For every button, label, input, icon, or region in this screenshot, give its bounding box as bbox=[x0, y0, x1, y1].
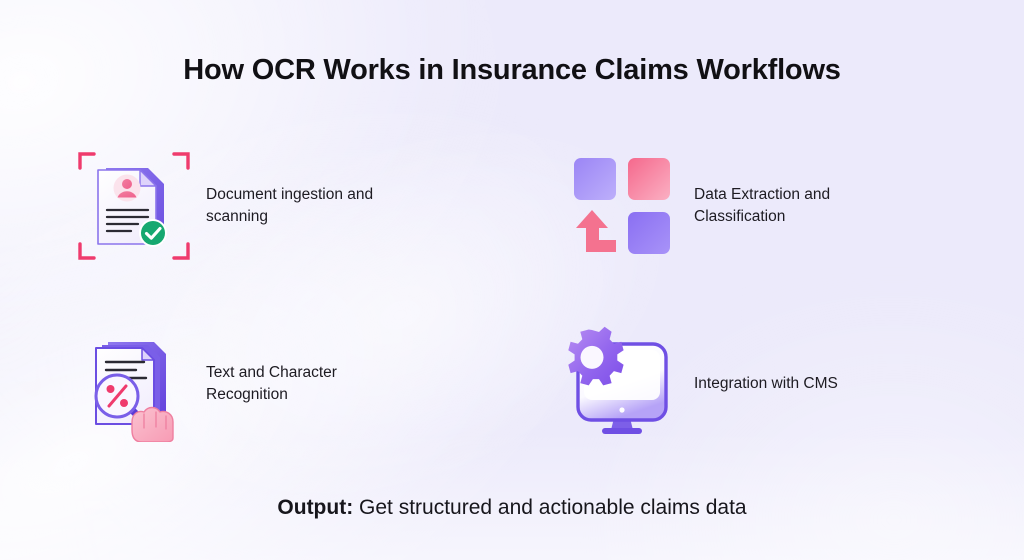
document-scan-icon bbox=[76, 148, 192, 264]
step-label: Data Extraction and Classification bbox=[694, 186, 831, 225]
data-extraction-grid-icon bbox=[564, 148, 680, 264]
step-label: Text and Character Recognition bbox=[206, 364, 337, 403]
monitor-gear-icon bbox=[564, 326, 680, 442]
step-label: Document ingestion and scanning bbox=[206, 186, 374, 225]
steps-grid: Document ingestion and scanning bbox=[70, 148, 954, 458]
page-title: How OCR Works in Insurance Claims Workfl… bbox=[183, 54, 841, 86]
background-wash-bottom bbox=[0, 430, 1024, 560]
step-label: Integration with CMS bbox=[694, 375, 838, 392]
output-summary: Output: Get structured and actionable cl… bbox=[0, 496, 1024, 520]
step-item-cms-integration: Integration with CMS bbox=[564, 326, 838, 442]
step-item-data-extraction: Data Extraction and Classification bbox=[564, 148, 884, 264]
output-label: Output: bbox=[277, 496, 354, 519]
output-text: Get structured and actionable claims dat… bbox=[353, 496, 747, 519]
step-item-document-ingestion: Document ingestion and scanning bbox=[76, 148, 396, 264]
step-item-text-recognition: Text and Character Recognition bbox=[76, 326, 396, 442]
magnifier-document-icon bbox=[76, 326, 192, 442]
